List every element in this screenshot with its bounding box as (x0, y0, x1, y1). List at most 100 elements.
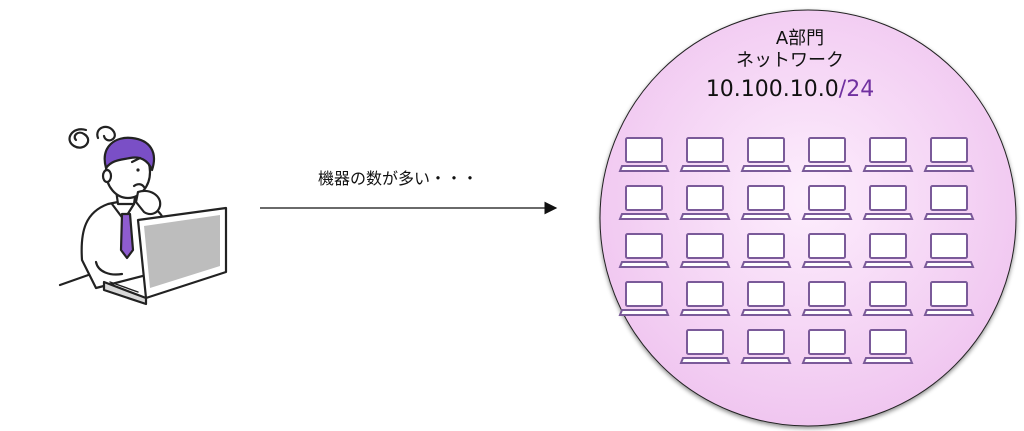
laptop-base (801, 165, 853, 172)
mouth (132, 183, 146, 189)
laptop-icon (862, 329, 914, 364)
laptop-screen (625, 233, 663, 259)
laptop-icon (923, 233, 975, 268)
network-address: 10.100.10.0 (706, 77, 839, 102)
laptop-screen (869, 281, 907, 307)
laptop-base (740, 165, 792, 172)
network-title-line1: A部門 (776, 28, 824, 49)
laptop-icon (801, 281, 853, 316)
laptop-screen (869, 233, 907, 259)
laptop-icon (618, 281, 670, 316)
laptop-screen (930, 185, 968, 211)
eye (136, 168, 140, 172)
confusion-swirl-icon (68, 125, 116, 149)
arm (94, 260, 124, 276)
laptop-screen (808, 329, 846, 355)
laptop-icon (618, 185, 670, 220)
laptop-screen (625, 185, 663, 211)
laptop-screen (686, 185, 724, 211)
laptop-screen (686, 233, 724, 259)
laptop-icon (923, 185, 975, 220)
laptop-base (740, 309, 792, 316)
laptop-icon (618, 233, 670, 268)
laptop-icon (740, 137, 792, 172)
laptop-base (801, 261, 853, 268)
laptop-base (862, 165, 914, 172)
laptop-base (862, 261, 914, 268)
ear (101, 168, 113, 184)
laptop-screen (808, 137, 846, 163)
laptop-icon (862, 233, 914, 268)
laptop-base (618, 213, 670, 220)
laptop-base (618, 309, 670, 316)
laptop-icon (862, 185, 914, 220)
laptop-screen (747, 137, 785, 163)
laptop-icon (679, 185, 731, 220)
laptop-icon (923, 137, 975, 172)
laptop-icon (679, 137, 731, 172)
laptop-screen-back (144, 215, 220, 288)
laptop-base (102, 280, 148, 306)
hand-on-chin (134, 189, 162, 216)
laptop-icon (679, 281, 731, 316)
network-prefix: /24 (839, 77, 874, 102)
laptop-base (923, 213, 975, 220)
laptop-base (923, 261, 975, 268)
laptop-icon (801, 185, 853, 220)
laptop-icon (679, 329, 731, 364)
laptop-screen (930, 137, 968, 163)
laptop-screen (625, 137, 663, 163)
network-address-line: 10.100.10.0/24 (706, 77, 874, 102)
laptop-base (862, 357, 914, 364)
laptop-base (679, 213, 731, 220)
network-title-line2: ネットワーク (736, 50, 844, 71)
laptop-icon (923, 281, 975, 316)
laptop-base (740, 261, 792, 268)
laptop-base (862, 309, 914, 316)
laptop-base (679, 357, 731, 364)
laptop-screen (686, 329, 724, 355)
laptop-icon (801, 137, 853, 172)
laptop-screen (747, 185, 785, 211)
brow (130, 156, 142, 164)
caption-text: 機器の数が多い・・・ (318, 169, 478, 188)
laptop-screen (747, 281, 785, 307)
laptop-screen (808, 281, 846, 307)
laptop-screen (808, 233, 846, 259)
laptop-base (923, 165, 975, 172)
laptop-screen (686, 281, 724, 307)
laptop-base (740, 213, 792, 220)
laptop-icon (740, 233, 792, 268)
laptop-base (679, 261, 731, 268)
laptop-base (801, 309, 853, 316)
laptop-screen (869, 185, 907, 211)
laptop-icon (618, 137, 670, 172)
laptop-screen (930, 281, 968, 307)
laptop-icon (801, 329, 853, 364)
laptop-base (923, 309, 975, 316)
laptop-screen (869, 137, 907, 163)
laptop-screen (747, 329, 785, 355)
laptop-screen (869, 329, 907, 355)
laptop-screen (625, 281, 663, 307)
device-grid (618, 137, 975, 364)
laptop-base (679, 165, 731, 172)
laptop-icon (679, 233, 731, 268)
laptop-screen (930, 233, 968, 259)
laptop-base (801, 213, 853, 220)
hair (103, 136, 156, 172)
laptop-base (801, 357, 853, 364)
laptop-base (740, 357, 792, 364)
laptop-screen (808, 185, 846, 211)
laptop-base (679, 309, 731, 316)
laptop-icon (801, 233, 853, 268)
laptop-icon (862, 137, 914, 172)
laptop-screen (747, 233, 785, 259)
laptop-base (618, 165, 670, 172)
laptop-screen (686, 137, 724, 163)
laptop-base (618, 261, 670, 268)
laptop-icon (862, 281, 914, 316)
laptop-icon (740, 281, 792, 316)
worried-person-at-laptop-icon (58, 125, 228, 306)
